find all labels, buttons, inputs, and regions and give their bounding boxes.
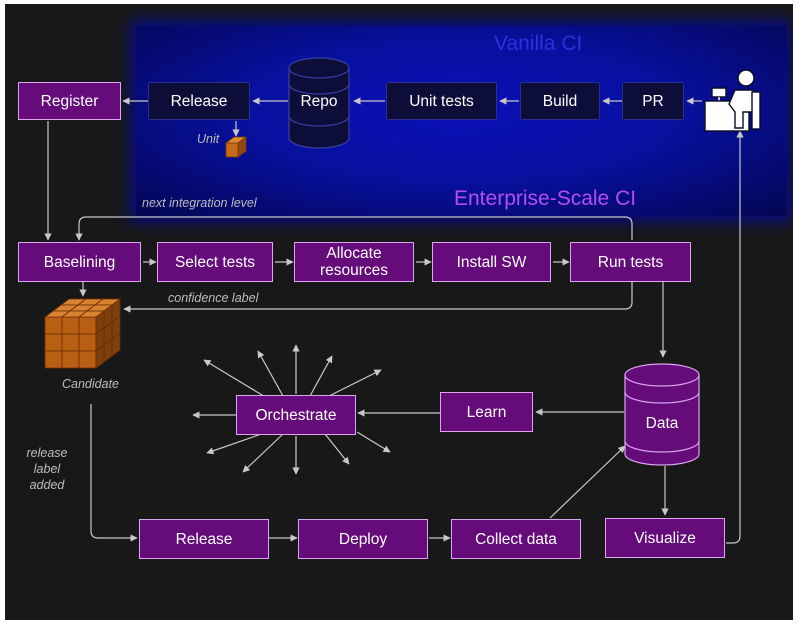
data-database-icon (624, 363, 700, 466)
build-node[interactable]: Build (520, 82, 600, 120)
vanilla-ci-panel (136, 26, 786, 216)
enterprise-ci-title: Enterprise-Scale CI (454, 187, 637, 210)
orchestrate-ray (356, 431, 391, 453)
collect-data-node[interactable]: Collect data (451, 519, 581, 559)
register-node[interactable]: Register (18, 82, 121, 120)
confidence-label-text: confidence label (168, 291, 259, 305)
developer-at-desk-icon (704, 69, 761, 132)
arrow-run-tests-to-candidate (123, 282, 633, 313)
run-tests-node[interactable]: Run tests (570, 242, 691, 282)
unit-label: Unit (197, 132, 220, 146)
repo-node[interactable]: Repo (300, 92, 338, 110)
arrow-collect-to-data (549, 445, 626, 519)
baselining-node[interactable]: Baselining (18, 242, 141, 282)
release-node-vanilla[interactable]: Release (148, 82, 250, 120)
deploy-node[interactable]: Deploy (298, 519, 428, 559)
select-tests-node[interactable]: Select tests (157, 242, 273, 282)
allocate-resources-node[interactable]: Allocate resources (294, 242, 414, 282)
vanilla-ci-title: Vanilla CI (494, 32, 583, 55)
candidate-label: Candidate (62, 377, 119, 391)
orchestrate-ray (203, 359, 268, 399)
orchestrate-ray (309, 355, 333, 397)
orchestrate-ray (324, 369, 382, 399)
pr-node[interactable]: PR (622, 82, 684, 120)
orchestrate-ray (206, 431, 268, 455)
install-sw-node[interactable]: Install SW (432, 242, 551, 282)
unit-tests-node[interactable]: Unit tests (386, 82, 497, 120)
orchestrate-ray (324, 433, 350, 465)
arrow-candidate-to-release (90, 404, 138, 542)
arrow-run-tests-loop-to-baselining (75, 216, 633, 241)
arrow-visualize-to-developer (726, 130, 744, 544)
connectors-layer (43, 57, 761, 544)
data-node[interactable]: Data (645, 414, 679, 432)
visualize-node[interactable]: Visualize (605, 518, 725, 558)
diagram-canvas: Vanilla CI Enterprise-Scale CI (5, 4, 793, 620)
learn-node[interactable]: Learn (440, 392, 533, 432)
orchestrate-node[interactable]: Orchestrate (236, 395, 356, 435)
release-node[interactable]: Release (139, 519, 269, 559)
unit-cube-icon (224, 136, 248, 158)
next-integration-level-label: next integration level (142, 196, 257, 210)
candidate-cubes-icon (43, 298, 122, 369)
repo-database-icon (288, 57, 350, 149)
orchestrate-ray (257, 350, 284, 397)
orchestrate-ray (242, 433, 284, 473)
release-label-added-text: release label added (26, 446, 68, 492)
